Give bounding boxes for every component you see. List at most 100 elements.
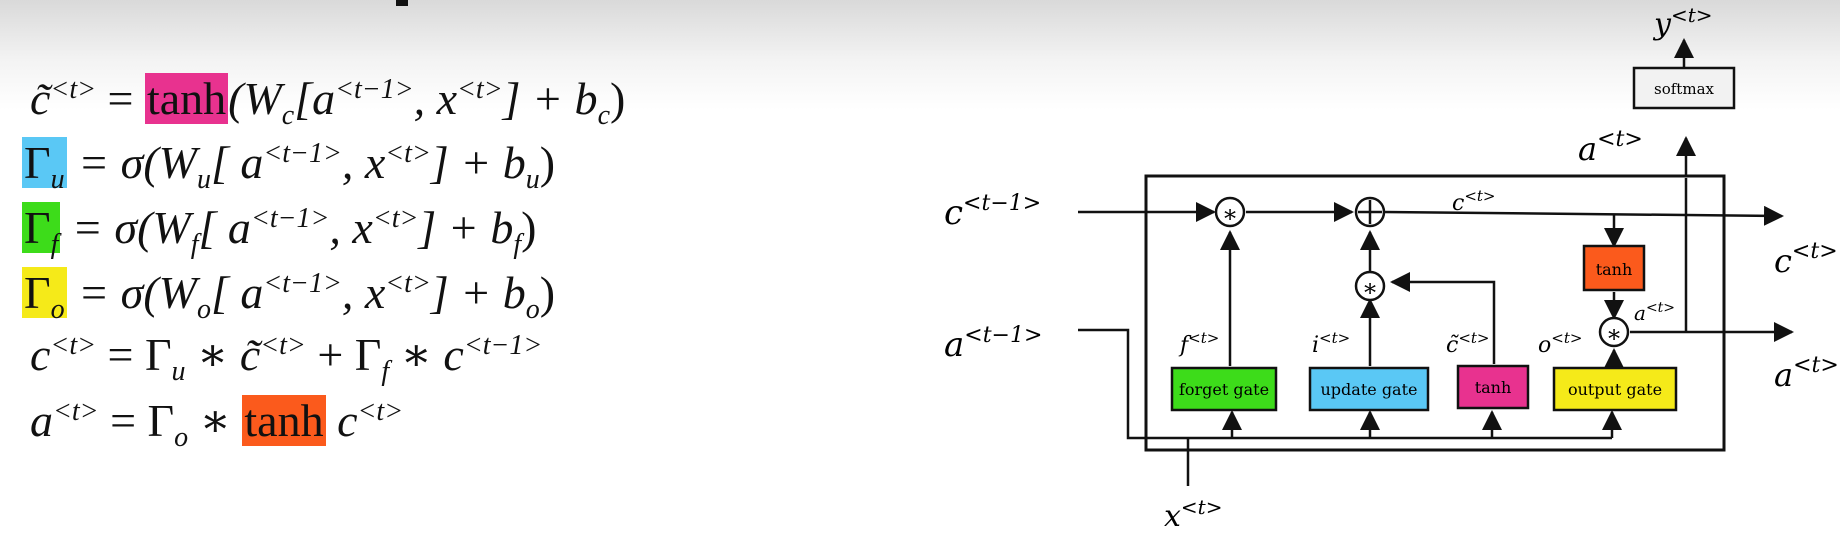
text-caret (396, 0, 408, 6)
eq-term: [a (294, 73, 336, 124)
eq-term: , x (341, 267, 386, 318)
update-gate-box: update gate (1308, 366, 1430, 412)
f-label: f<t> (1178, 329, 1219, 358)
o-label: o<t> (1538, 329, 1582, 358)
eq-sub: u (196, 164, 211, 195)
eq-term: [ a (198, 202, 251, 253)
output-gate-box: output gate (1552, 366, 1678, 412)
c-out-label: c<t> (1774, 239, 1838, 280)
lstm-cell-box (1144, 174, 1726, 452)
tanh-mid-rect (1456, 364, 1530, 410)
eq-sub: f (50, 229, 59, 260)
eq-term: [ a (210, 137, 264, 188)
output-gate-label: output gate (1568, 380, 1662, 399)
gamma-u-highlight: Γu (22, 137, 67, 194)
eq-term: ] + b (430, 267, 526, 318)
eq-term: a (30, 395, 53, 446)
eq-term: ∗ (188, 395, 243, 446)
a-inner-label: a<t> (1634, 300, 1675, 325)
equation-gamma-u: Γu = σ(Wu[ a<t−1>, x<t>] + bu) (22, 137, 556, 195)
equation-gamma-o: Γo = σ(Wo[ a<t−1>, x<t>] + bo) (22, 267, 555, 324)
equation-c-tilde: c̃<t> = tanh(Wc[a<t−1>, x<t>] + bc) (30, 73, 626, 131)
eq-term: ) (539, 137, 556, 188)
y-label: y<t> (1652, 3, 1713, 42)
tanh-top-box: tanh (1582, 244, 1646, 292)
multiply-symbol: ∗ (1606, 320, 1622, 348)
tanh-highlight-orange: tanh (242, 395, 326, 446)
eq-sub: u (525, 164, 540, 195)
c-tilde-label: c̃<t> (1446, 329, 1490, 358)
tanh-highlight: tanh (144, 73, 229, 124)
softmax-box: softmax (1632, 66, 1736, 110)
eq-sub: f (513, 229, 522, 260)
eq-sub: c (281, 100, 295, 131)
forget-multiply-node: ∗ (1214, 196, 1246, 228)
eq-term: Γ (24, 137, 51, 188)
eq-sup: <t> (385, 268, 431, 299)
softmax-label: softmax (1654, 80, 1714, 98)
eq-sub: f (381, 356, 390, 387)
eq-sup: <t−1> (250, 203, 330, 234)
eq-term: ] + b (502, 73, 598, 124)
eq-term: ] + b (430, 137, 526, 188)
multiply-circle (1214, 196, 1246, 228)
eq-term: c (30, 329, 51, 380)
multiply-circle (1598, 316, 1630, 348)
eq-sub: c (597, 100, 610, 131)
update-gate-rect (1308, 366, 1430, 412)
eq-sup: <t−1> (335, 74, 414, 105)
eq-sup: <t> (457, 74, 503, 105)
eq-sub: o (174, 422, 189, 453)
update-multiply-node: ∗ (1354, 270, 1386, 302)
a-top-label: a<t> (1578, 127, 1643, 168)
eq-sub: u (171, 356, 186, 387)
eq-sub: o (50, 294, 65, 325)
eq-term: , x (329, 202, 373, 253)
eq-sup: <t> (50, 330, 96, 361)
eq-sup: <t> (372, 203, 419, 234)
update-gate-label: update gate (1321, 380, 1418, 399)
eq-term: , x (413, 73, 458, 124)
eq-sup: <t> (50, 74, 96, 105)
multiply-symbol: ∗ (1362, 274, 1378, 302)
eq-sup: <t> (357, 396, 404, 427)
eq-term: Γ (24, 267, 51, 318)
x-t-label: x<t> (1164, 495, 1222, 534)
gamma-o-highlight: Γo (22, 267, 67, 324)
eq-term: Γ (24, 202, 51, 253)
tanh-mid-label: tanh (1475, 378, 1512, 397)
eq-sup: <t> (260, 330, 306, 361)
equation-gamma-f: Γf = σ(Wf[ a<t−1>, x<t>] + bf) (22, 202, 537, 260)
a-prev-label: a<t−1> (944, 323, 1042, 365)
eq-term: [ a (210, 267, 264, 318)
eq-term: = Γ (96, 329, 172, 380)
tanh-top-label: tanh (1596, 260, 1633, 279)
forget-gate-box: forget gate (1170, 366, 1278, 412)
eq-term: + Γ (305, 329, 382, 380)
c-out-arrow (1383, 205, 1784, 226)
eq-term: ∗ c̃ (185, 329, 261, 380)
c-line-label: c<t> (1452, 187, 1496, 216)
forget-gate-rect (1170, 366, 1278, 412)
i-label: i<t> (1312, 329, 1350, 358)
eq-sub: u (50, 164, 65, 195)
eq-sub: f (190, 229, 199, 260)
softmax-rect (1632, 66, 1736, 110)
equation-a-t: a<t> = Γo ∗ tanh c<t> (30, 395, 404, 453)
forget-gate-label: forget gate (1179, 380, 1269, 399)
tanh-to-mult-arrow (1390, 272, 1496, 364)
equation-c-t: c<t> = Γu ∗ c̃<t> + Γf ∗ c<t−1> (30, 332, 542, 386)
eq-term: = σ(W (60, 202, 191, 253)
eq-term: ] + b (418, 202, 514, 253)
eq-sup: <t−1> (263, 268, 342, 299)
eq-sup: <t> (53, 396, 99, 427)
eq-term: ∗ c (389, 329, 464, 380)
eq-term: c (325, 395, 358, 446)
eq-term: (W (228, 73, 282, 124)
eq-term: ) (521, 202, 537, 253)
gamma-f-highlight: Γf (22, 202, 61, 259)
output-multiply-node: ∗ (1598, 316, 1630, 348)
multiply-symbol: ∗ (1222, 200, 1238, 228)
eq-term: ) (610, 73, 626, 124)
eq-term: = Γ (98, 395, 175, 446)
